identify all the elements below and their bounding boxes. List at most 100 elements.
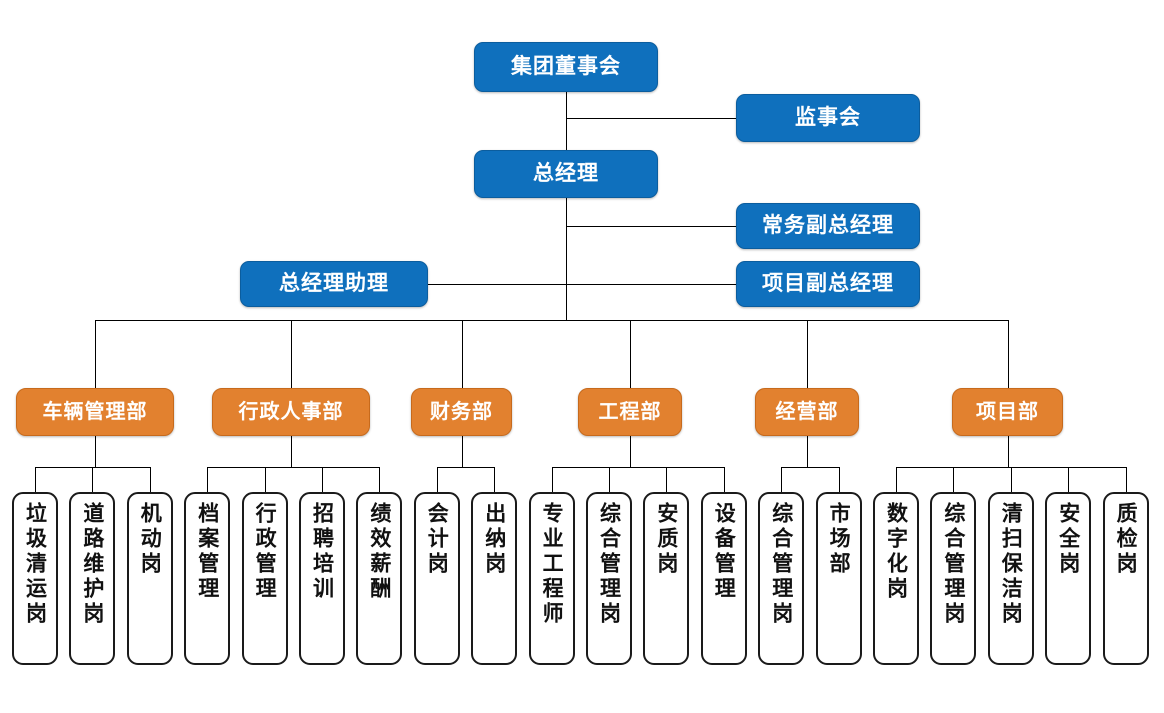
node-department-label: 行政人事部 <box>238 401 344 423</box>
node-position[interactable]: 质检岗 <box>1102 492 1149 665</box>
node-project-deputy-gm-label: 项目副总经理 <box>762 272 894 296</box>
node-executive-deputy-gm[interactable]: 常务副总经理 <box>736 203 920 249</box>
node-department-label: 经营部 <box>775 401 839 423</box>
node-position[interactable]: 招聘培训 <box>299 492 345 665</box>
node-general-manager[interactable]: 总经理 <box>474 150 658 198</box>
node-department-label: 财务部 <box>430 401 493 423</box>
node-position[interactable]: 数字化岗 <box>873 492 919 665</box>
node-position-label: 综合管理岗 <box>597 502 621 627</box>
node-department[interactable]: 车辆管理部 <box>16 388 174 436</box>
connector-gm-to-exec-deputy <box>566 226 736 227</box>
node-position[interactable]: 综合管理岗 <box>586 492 632 665</box>
node-department[interactable]: 项目部 <box>952 388 1063 436</box>
connector-department-drop <box>291 436 292 467</box>
connector-bus-to-position <box>1010 467 1012 492</box>
connector-department-drop <box>807 436 808 467</box>
node-position[interactable]: 设备管理 <box>700 492 747 665</box>
connector-bus-to-department <box>95 320 96 388</box>
connector-bus-to-position <box>953 467 955 492</box>
connector-bus-to-department <box>291 320 292 388</box>
node-project-deputy-gm[interactable]: 项目副总经理 <box>736 261 920 307</box>
connector-bus-to-position <box>436 467 438 492</box>
node-board-label: 集团董事会 <box>511 55 621 79</box>
node-department[interactable]: 行政人事部 <box>212 388 370 436</box>
node-position[interactable]: 道路维护岗 <box>69 492 116 665</box>
node-position[interactable]: 绩效薪酬 <box>356 492 403 665</box>
node-position-label: 安质岗 <box>654 502 678 577</box>
node-department[interactable]: 经营部 <box>755 388 859 436</box>
connector-gm-to-supervisory <box>566 118 736 119</box>
node-position-label: 绩效薪酬 <box>367 502 391 602</box>
node-position-label: 安全岗 <box>1056 502 1080 577</box>
node-gm-assistant[interactable]: 总经理助理 <box>240 261 428 307</box>
node-position[interactable]: 会计岗 <box>413 492 460 665</box>
node-position[interactable]: 安质岗 <box>643 492 690 665</box>
connector-bus-to-position <box>896 467 897 492</box>
connector-gm-spine-down <box>566 198 567 320</box>
node-gm-assistant-label: 总经理助理 <box>279 272 389 296</box>
connector-bus-to-position <box>1068 467 1070 492</box>
connector-department-bus <box>95 320 1008 321</box>
node-position-label: 清扫保洁岗 <box>999 502 1023 627</box>
connector-leaf-bus <box>551 467 724 468</box>
connector-bus-to-position <box>666 467 668 492</box>
node-position[interactable]: 档案管理 <box>184 492 231 665</box>
node-position[interactable]: 市场部 <box>815 492 862 665</box>
node-position-label: 行政管理 <box>253 502 277 602</box>
connector-bus-to-position <box>609 467 610 492</box>
node-position-label: 综合管理岗 <box>941 502 965 627</box>
node-department-label: 工程部 <box>598 401 662 423</box>
node-position[interactable]: 垃圾清运岗 <box>12 492 58 665</box>
connector-bus-to-position <box>494 467 496 492</box>
connector-department-drop <box>95 436 96 467</box>
connector-bus-to-position <box>838 467 840 492</box>
node-department-label: 项目部 <box>976 401 1039 423</box>
node-position-label: 招聘培训 <box>310 502 334 602</box>
node-position-label: 综合管理岗 <box>769 502 793 627</box>
connector-leaf-bus <box>207 467 380 468</box>
node-position[interactable]: 清扫保洁岗 <box>987 492 1034 665</box>
connector-bus-to-position <box>35 467 36 492</box>
node-position-label: 垃圾清运岗 <box>23 502 47 627</box>
connector-bus-to-position <box>379 467 381 492</box>
node-supervisory-board[interactable]: 监事会 <box>736 94 920 142</box>
connector-bus-to-department <box>461 320 463 388</box>
node-position-label: 质检岗 <box>1114 502 1138 577</box>
connector-bus-to-department <box>807 320 808 388</box>
connector-bus-to-position <box>1125 467 1127 492</box>
node-department[interactable]: 工程部 <box>578 388 682 436</box>
connector-department-drop <box>1007 436 1009 467</box>
node-position-label: 数字化岗 <box>884 502 908 602</box>
connector-leaf-bus <box>781 467 839 468</box>
node-general-manager-label: 总经理 <box>533 162 599 186</box>
node-position-label: 会计岗 <box>425 502 449 577</box>
connector-bus-to-position <box>207 467 209 492</box>
node-department-label: 车辆管理部 <box>42 401 148 423</box>
connector-bus-to-position <box>92 467 94 492</box>
connector-gm-to-project-deputy <box>566 284 736 285</box>
connector-department-drop <box>461 436 463 467</box>
connector-bus-to-position <box>322 467 323 492</box>
node-position[interactable]: 专业工程师 <box>528 492 575 665</box>
node-position[interactable]: 综合管理岗 <box>930 492 977 665</box>
node-position[interactable]: 综合管理岗 <box>758 492 805 665</box>
connector-bus-to-position <box>149 467 151 492</box>
node-department[interactable]: 财务部 <box>411 388 512 436</box>
node-position[interactable]: 行政管理 <box>241 492 288 665</box>
connector-bus-to-position <box>264 467 266 492</box>
connector-bus-to-position <box>723 467 725 492</box>
connector-leaf-bus <box>436 467 495 468</box>
node-position-label: 设备管理 <box>712 502 736 602</box>
connector-bus-to-position <box>551 467 553 492</box>
node-board[interactable]: 集团董事会 <box>474 42 658 92</box>
node-position[interactable]: 出纳岗 <box>471 492 518 665</box>
node-position-label: 专业工程师 <box>540 502 564 627</box>
node-position[interactable]: 安全岗 <box>1045 492 1092 665</box>
node-position-label: 档案管理 <box>195 502 219 602</box>
node-position[interactable]: 机动岗 <box>126 492 173 665</box>
node-position-label: 市场部 <box>827 502 851 577</box>
connector-gm-to-assistant <box>428 284 566 285</box>
node-position-label: 道路维护岗 <box>80 502 104 627</box>
node-supervisory-board-label: 监事会 <box>795 106 861 130</box>
